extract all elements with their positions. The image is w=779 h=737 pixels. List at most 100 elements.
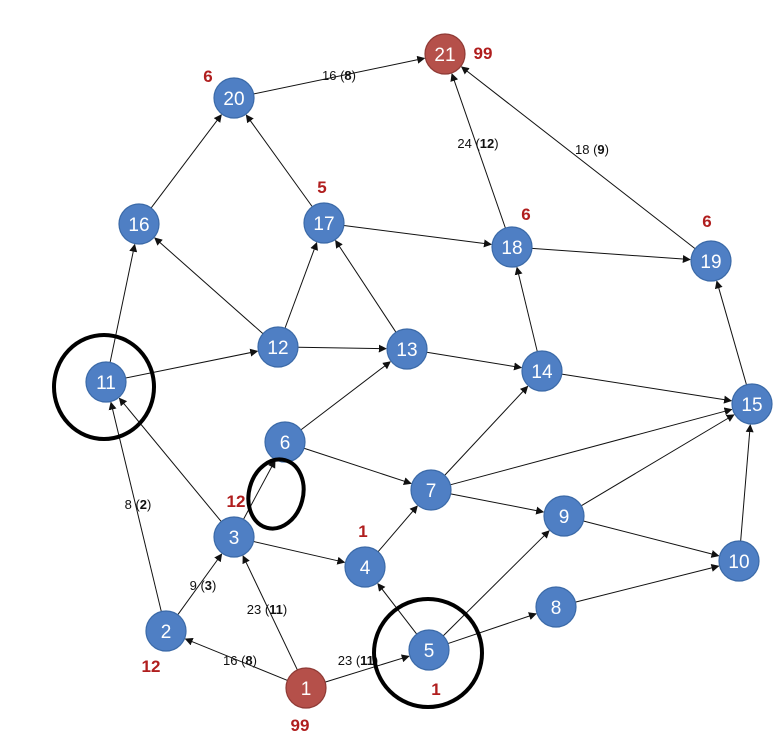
node-label-9: 9 [559, 507, 570, 528]
edge-label-2-11: 8 (2) [125, 497, 152, 512]
edge-1-3 [242, 555, 298, 671]
edge-2-3 [177, 553, 223, 616]
edge-17-20 [245, 114, 313, 208]
highlight-ring-5 [372, 597, 484, 709]
node-4: 4 [344, 546, 386, 588]
edge-18-21 [450, 73, 506, 229]
node-label-4: 4 [360, 558, 371, 579]
edge-label-20-21: 16 (8) [322, 68, 356, 83]
node-label-8: 8 [551, 598, 562, 619]
edge-5-9 [442, 530, 550, 637]
node-label-21: 21 [434, 45, 455, 66]
node-circle-8 [535, 586, 577, 628]
node-label-2: 2 [161, 622, 172, 643]
edge-7-15 [450, 407, 733, 486]
node-label-16: 16 [128, 215, 149, 236]
edge-label-1-2: 16 (8) [223, 653, 257, 668]
node-circle-13 [386, 328, 428, 370]
node-21: 21 [424, 33, 466, 75]
node-circle-5 [408, 629, 450, 671]
edge-3-11 [118, 397, 222, 522]
edge-8-10 [575, 563, 720, 603]
edge-label-19-21: 18 (9) [575, 142, 609, 157]
node-badge-1: 99 [291, 716, 310, 735]
node-6: 6 [264, 421, 306, 463]
node-circle-18 [491, 226, 533, 268]
node-2: 2 [145, 610, 187, 652]
edge-5-8 [447, 612, 537, 645]
node-badge-20: 6 [203, 67, 212, 86]
node-circle-10 [718, 540, 760, 582]
edge-1-5 [324, 654, 410, 683]
node-badge-17: 5 [317, 178, 326, 197]
highlight-ring-3-6 [246, 457, 306, 531]
edge-6-7 [303, 447, 412, 485]
node-circle-1 [285, 667, 327, 709]
node-badge-3: 12 [227, 492, 246, 511]
node-circle-19 [690, 240, 732, 282]
edge-9-10 [583, 520, 720, 558]
edge-14-18 [514, 266, 538, 352]
edge-15-19 [714, 280, 747, 385]
node-badge-21: 99 [474, 44, 493, 63]
node-10: 10 [718, 540, 760, 582]
node-18: 18 [491, 226, 533, 268]
edge-3-4 [253, 540, 346, 565]
node-circle-12 [257, 326, 299, 368]
node-3: 3 [213, 516, 255, 558]
highlight-ring-11 [52, 333, 156, 441]
edge-9-15 [580, 414, 735, 507]
edge-label-2-3: 9 (3) [190, 578, 217, 593]
node-circle-15 [731, 383, 773, 425]
node-circle-3 [213, 516, 255, 558]
node-label-3: 3 [229, 528, 240, 549]
node-20: 20 [213, 77, 255, 119]
highlight-rings-layer [52, 333, 484, 709]
edge-6-13 [300, 361, 391, 431]
node-circle-20 [213, 77, 255, 119]
node-label-17: 17 [313, 214, 334, 235]
node-badge-2: 12 [142, 657, 161, 676]
edge-label-18-21: 24 (12) [457, 136, 498, 151]
node-badge-18: 6 [521, 205, 530, 224]
node-circle-4 [344, 546, 386, 588]
edge-12-16 [154, 237, 264, 335]
node-circle-21 [424, 33, 466, 75]
edge-12-13 [297, 344, 387, 353]
node-label-10: 10 [728, 552, 749, 573]
node-label-18: 18 [501, 238, 522, 259]
node-15: 15 [731, 383, 773, 425]
node-1: 1 [285, 667, 327, 709]
edge-19-21 [460, 66, 696, 250]
edge-7-9 [450, 493, 545, 515]
node-circle-16 [118, 203, 160, 245]
node-11: 11 [85, 361, 127, 403]
node-label-15: 15 [741, 395, 762, 416]
node-circle-14 [521, 350, 563, 392]
edge-13-14 [426, 351, 523, 371]
node-12: 12 [257, 326, 299, 368]
edge-17-18 [343, 225, 492, 248]
edge-1-2 [184, 637, 288, 681]
node-label-1: 1 [301, 679, 312, 700]
edge-20-21 [253, 55, 426, 95]
edge-11-16 [109, 243, 138, 363]
node-badge-5: 1 [431, 680, 440, 699]
node-circle-11 [85, 361, 127, 403]
node-14: 14 [521, 350, 563, 392]
edge-12-17 [284, 241, 318, 329]
edge-labels-layer: 16 (8)23 (11)23 (11)9 (3)8 (2)24 (12)18 … [125, 68, 609, 668]
node-16: 16 [118, 203, 160, 245]
node-label-6: 6 [280, 433, 291, 454]
node-label-14: 14 [531, 362, 553, 383]
edge-10-15 [740, 424, 754, 542]
node-label-19: 19 [700, 252, 721, 273]
edge-16-20 [150, 114, 222, 209]
node-13: 13 [386, 328, 428, 370]
edges-layer [108, 55, 754, 683]
edge-14-15 [561, 373, 733, 404]
node-circle-9 [543, 495, 585, 537]
